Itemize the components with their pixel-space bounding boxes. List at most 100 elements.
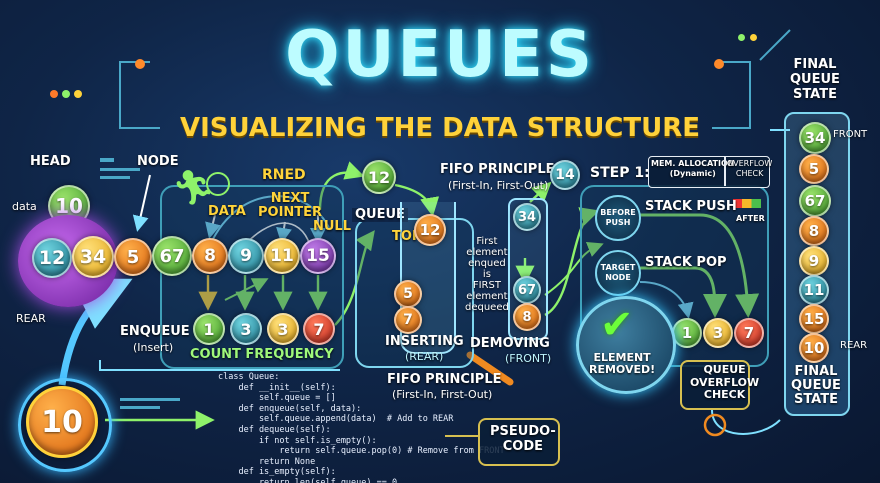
demoving-sub-label: (FRONT)	[505, 352, 552, 365]
magnifier-icon	[206, 172, 230, 196]
final-nodes-node: 11	[799, 275, 829, 305]
final-nodes-node: 8	[799, 216, 829, 246]
mem-alloc-label: MEM. ALLOCATION (Dynamic)	[651, 159, 735, 178]
fifo-bottom-label: FIFO PRINCIPLE	[387, 372, 502, 387]
final-queue-bottom-label: FINAL QUEUE STATE	[791, 364, 841, 407]
step1-label: STEP 1:	[590, 165, 650, 181]
deco-bar	[100, 176, 130, 179]
main-row-node: 8	[192, 238, 228, 274]
pop-nodes-node: 3	[703, 318, 733, 348]
demoving-label: DEMOVING	[470, 336, 550, 351]
arrow-return	[99, 360, 340, 371]
arrow-overflow	[711, 409, 781, 435]
node-label: NODE	[137, 154, 179, 169]
final-nodes-node: 10	[799, 333, 829, 363]
before-push-bubble: BEFORE PUSH	[595, 195, 641, 241]
next-pointer-label: NEXT POINTER	[258, 191, 323, 220]
overflow-check-small-label: OVERFLOW CHECK	[727, 159, 773, 178]
queue-overflow-box	[680, 360, 750, 410]
page-subtitle: VISUALIZING THE DATA STRUCTURE	[179, 113, 701, 143]
fifo-nodes-node: 67	[513, 276, 541, 304]
main-row-node: 9	[228, 238, 264, 274]
arrow-pop-2	[639, 281, 694, 319]
inserting-label: INSERTING	[385, 334, 464, 349]
count-row-node: 7	[303, 313, 335, 345]
circuit-line	[712, 61, 751, 129]
arrow-diag	[224, 278, 269, 301]
count-row-node: 3	[267, 313, 299, 345]
enqueue-label: ENQUEUE	[120, 324, 190, 339]
element-removed-badge	[576, 296, 676, 394]
final-nodes-node: 67	[799, 185, 831, 217]
circuit-dot	[738, 34, 745, 41]
fifo-nodes-node: 8	[513, 303, 541, 331]
fifo-nodes-node: 14	[550, 160, 580, 190]
pop-nodes-node: 1	[672, 318, 702, 348]
rned-label: RNED	[262, 167, 306, 183]
head-label: HEAD	[30, 154, 71, 169]
checkmark-icon: ✔	[600, 302, 634, 348]
big-input-node: 10	[26, 386, 98, 458]
overflow-ring	[703, 413, 727, 437]
deco-bar	[120, 398, 180, 401]
page-title: QUEUES	[285, 18, 595, 92]
arrow-big-input	[58, 278, 133, 386]
arrow-data	[205, 214, 221, 239]
queue-top-node: 12	[362, 160, 396, 194]
data-label-left: data	[12, 200, 37, 213]
tube-nodes-node: 7	[394, 306, 422, 334]
mem-alloc-divider	[724, 156, 726, 186]
target-node-bubble: TARGET NODE	[595, 250, 641, 296]
stack-push-label: STACK PUSH	[645, 199, 737, 214]
arrow-pointer	[276, 221, 292, 244]
tube-nodes-node: 12	[414, 214, 446, 246]
arrow-12-down	[394, 183, 440, 217]
queue-overflow-label: QUEUE OVERFLOW CHECK	[690, 363, 760, 401]
final-nodes-node: 5	[799, 154, 829, 184]
fifo-nodes-node: 34	[513, 203, 541, 231]
front-label-right: FRONT	[833, 129, 868, 140]
final-nodes-node: 15	[799, 304, 829, 334]
fifo-bottom-sub-label: (First-In, First-Out)	[392, 388, 493, 401]
arrow-pop	[640, 266, 727, 318]
main-row-node: 67	[152, 236, 192, 276]
circuit-dot	[74, 90, 82, 98]
arrow-fifo-out	[544, 207, 600, 317]
arrow-curve	[209, 195, 331, 246]
mem-alloc-box	[648, 156, 770, 188]
pseudo-code-block: class Queue: def __init__(self): self.qu…	[218, 372, 505, 483]
rear-label-right: REAR	[840, 340, 868, 351]
element-removed-label: ELEMENT REMOVED!	[589, 351, 656, 376]
pop-nodes-node: 7	[734, 318, 764, 348]
pseudo-code-label: PSEUDO- CODE	[490, 424, 556, 454]
main-row-node: 5	[114, 238, 152, 276]
big-input-ring	[18, 378, 112, 472]
arrow-node	[132, 174, 151, 232]
deco-bar	[120, 406, 160, 409]
insert-label: (Insert)	[133, 341, 174, 354]
circuit-dot	[50, 90, 58, 98]
arrow-to-12	[318, 161, 365, 211]
deco-bar	[100, 158, 114, 162]
main-row-node: 15	[300, 238, 336, 274]
null-label: NULL	[313, 219, 352, 234]
final-nodes-node: 9	[799, 246, 829, 276]
status-bar	[733, 199, 761, 208]
circuit-dot	[62, 90, 70, 98]
circuit-dot	[750, 34, 757, 41]
after-label: AFTER	[736, 214, 765, 223]
count-frequency-label: COUNT FREQUENCY	[190, 347, 334, 362]
final-nodes-node: 34	[799, 122, 831, 154]
first-enqueued-note: First element enqued is FIRST element de…	[465, 236, 509, 313]
main-row-node: 12	[32, 238, 72, 278]
queue-label: QUEUE	[352, 208, 408, 222]
count-row-node: 3	[230, 313, 262, 345]
circuit-line	[759, 29, 791, 61]
count-row-node: 1	[193, 313, 225, 345]
circuit-dot	[135, 59, 145, 69]
data-label: DATA	[208, 204, 246, 219]
main-row-node: 11	[264, 238, 300, 274]
rear-label-left: REAR	[16, 312, 46, 325]
